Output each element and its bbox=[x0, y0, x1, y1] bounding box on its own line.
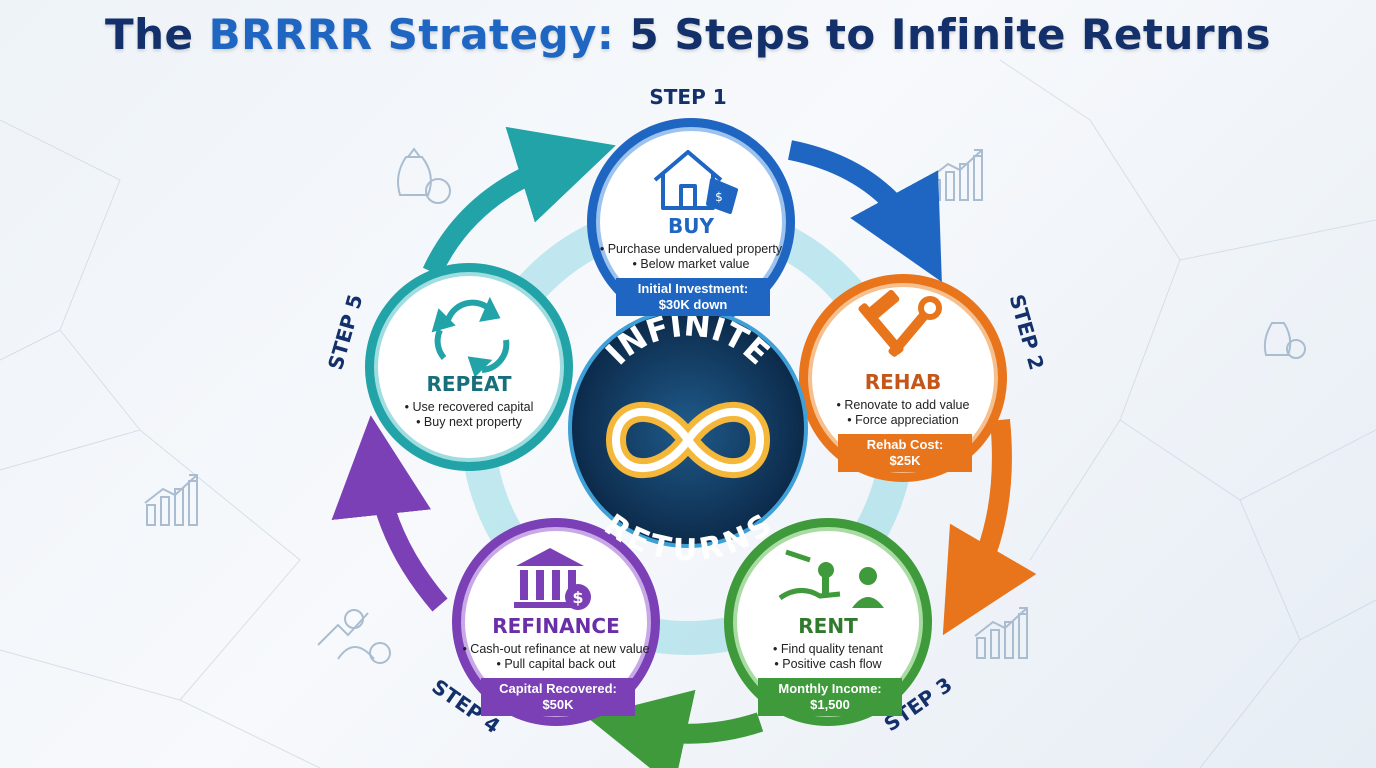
arrow-refinance-to-repeat bbox=[331, 415, 448, 612]
buy-circle bbox=[587, 118, 795, 326]
house-tag-icon: $ bbox=[653, 150, 738, 214]
buy-metric-value: $30K down bbox=[658, 297, 728, 312]
refinance-metric-label: Capital Recovered: bbox=[499, 681, 617, 696]
page-title: The BRRRR Strategy: 5 Steps to Infinite … bbox=[0, 10, 1376, 59]
rehab-circle bbox=[799, 274, 1007, 482]
step-5-label: STEP 5 bbox=[323, 292, 367, 373]
rehab-metric-value: $25K bbox=[889, 453, 921, 468]
rent-metric: Monthly Income: $1,500 bbox=[758, 678, 902, 716]
refinance-bullet-2: • Pull capital back out bbox=[496, 657, 616, 671]
svg-text:$: $ bbox=[715, 190, 723, 204]
refinance-title: REFINANCE bbox=[492, 614, 620, 638]
rent-metric-value: $1,500 bbox=[810, 697, 850, 712]
rehab-node: REHAB • Renovate to add value • Force ap… bbox=[797, 370, 1009, 472]
rent-metric-label: Monthly Income: bbox=[778, 681, 882, 696]
keys-tenant-icon bbox=[778, 549, 884, 608]
step-2-label: STEP 2 bbox=[1005, 292, 1049, 373]
rehab-bullet-2: • Force appreciation bbox=[847, 413, 959, 427]
repeat-circle bbox=[365, 263, 573, 471]
step-1-label: STEP 1 bbox=[649, 85, 726, 109]
svg-text:$: $ bbox=[572, 588, 583, 607]
rehab-bullet-1: • Renovate to add value bbox=[836, 398, 970, 412]
title-prefix: The bbox=[105, 10, 209, 59]
buy-bullet-2: • Below market value bbox=[632, 257, 750, 271]
rehab-title: REHAB bbox=[864, 370, 942, 394]
arrow-buy-to-rehab bbox=[787, 140, 942, 282]
buy-metric: Initial Investment: $30K down bbox=[616, 278, 770, 316]
rent-node: RENT • Find quality tenant • Positive ca… bbox=[722, 614, 934, 716]
repeat-node: REPEAT • Use recovered capital • Buy nex… bbox=[363, 372, 575, 430]
repeat-bullet-2: • Buy next property bbox=[416, 415, 522, 429]
arrow-rehab-to-rent bbox=[942, 419, 1037, 636]
rent-bullet-1: • Find quality tenant bbox=[773, 642, 883, 656]
buy-title: BUY bbox=[668, 214, 714, 238]
buy-metric-label: Initial Investment: bbox=[637, 281, 749, 296]
buy-bullet-1: • Purchase undervalued property bbox=[599, 242, 783, 256]
repeat-bullet-1: • Use recovered capital bbox=[404, 400, 534, 414]
hammer-wrench-icon bbox=[858, 289, 942, 357]
rent-title: RENT bbox=[798, 614, 858, 638]
refinance-circle bbox=[452, 518, 660, 726]
refinance-bullet-1: • Cash-out refinance at new value bbox=[462, 642, 650, 656]
rent-bullet-2: • Positive cash flow bbox=[774, 657, 882, 671]
rehab-metric: Rehab Cost: $25K bbox=[838, 434, 972, 472]
repeat-title: REPEAT bbox=[426, 372, 512, 396]
rehab-metric-label: Rehab Cost: bbox=[866, 437, 944, 452]
refinance-node: REFINANCE • Cash-out refinance at new va… bbox=[450, 614, 662, 716]
title-accent: BRRRR Strategy: bbox=[208, 10, 615, 59]
arrow-rent-to-refinance bbox=[587, 689, 764, 768]
recycle-arrows-icon bbox=[431, 296, 510, 378]
arrow-repeat-to-buy bbox=[422, 126, 616, 277]
title-suffix: 5 Steps to Infinite Returns bbox=[614, 10, 1271, 59]
refinance-metric: Capital Recovered: $50K bbox=[481, 678, 635, 716]
bank-dollar-icon: $ bbox=[514, 548, 591, 610]
refinance-metric-value: $50K bbox=[542, 697, 574, 712]
buy-node: BUY • Purchase undervalued property • Be… bbox=[585, 214, 797, 316]
decorative-chart-icons bbox=[144, 147, 1306, 664]
